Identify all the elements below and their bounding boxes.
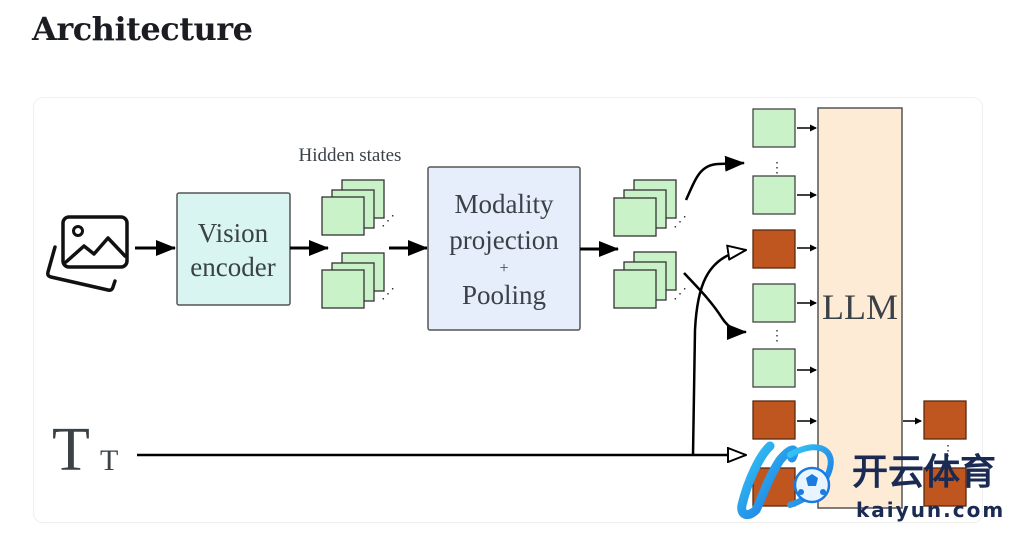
vision-encoder-label-line1: Vision xyxy=(198,218,269,248)
vision-encoder-box: Vision encoder xyxy=(176,192,291,306)
llm-block: LLM xyxy=(817,107,903,509)
svg-text:⋰: ⋰ xyxy=(673,214,687,230)
input-image-token xyxy=(752,283,817,323)
projection-label-line3: Pooling xyxy=(462,280,546,310)
watermark-chinese-text: 开云体育 xyxy=(852,452,996,493)
input-image-token xyxy=(752,175,817,215)
watermark-logo-icon xyxy=(737,441,834,520)
input-image-token xyxy=(752,348,817,388)
llm-label: LLM xyxy=(822,287,898,327)
arrow-text-to-first-text-token xyxy=(691,250,746,456)
hidden-state-stack-bottom: ⋰ xyxy=(321,252,395,309)
projection-label-line2: projection xyxy=(449,225,559,255)
input-ellipsis: ⋮ xyxy=(770,328,784,344)
watermark: 开云体育 kaiyun.com xyxy=(737,441,1005,522)
arrow-pooled-top-to-sequence xyxy=(684,155,745,201)
projection-label-line1: Modality xyxy=(455,189,554,219)
text-input-glyph-large: T xyxy=(52,416,90,484)
arrow-pooled-bottom-to-sequence xyxy=(683,272,747,340)
svg-text:⋰: ⋰ xyxy=(673,286,687,302)
input-text-token xyxy=(752,229,817,269)
hidden-state-stack-top: ⋰ xyxy=(321,179,395,236)
output-ellipsis: ⋮ xyxy=(941,443,955,459)
watermark-domain-text: kaiyun.com xyxy=(856,498,1005,522)
output-sequence: ⋮ xyxy=(903,400,967,507)
input-image-token xyxy=(752,108,817,148)
output-text-token xyxy=(923,467,967,507)
svg-text:⋰: ⋰ xyxy=(381,286,395,302)
svg-text:⋰: ⋰ xyxy=(381,213,395,229)
image-input-icon xyxy=(46,215,129,292)
text-input-glyph-small: T xyxy=(100,444,118,477)
input-text-token xyxy=(752,400,817,440)
input-ellipsis: ⋮ xyxy=(770,160,784,176)
projection-label-plus: + xyxy=(499,260,508,277)
page-heading: Architecture xyxy=(32,10,253,48)
vision-encoder-label-line2: encoder xyxy=(190,252,275,282)
pooled-stack-top: ⋰ xyxy=(613,179,687,237)
input-sequence: ⋮ ⋮ xyxy=(752,108,817,507)
pooled-stack-bottom: ⋰ xyxy=(613,251,687,309)
modality-projection-box: Modality projection + Pooling xyxy=(427,166,581,331)
hidden-states-label: Hidden states xyxy=(299,145,402,166)
output-text-token xyxy=(903,400,967,440)
